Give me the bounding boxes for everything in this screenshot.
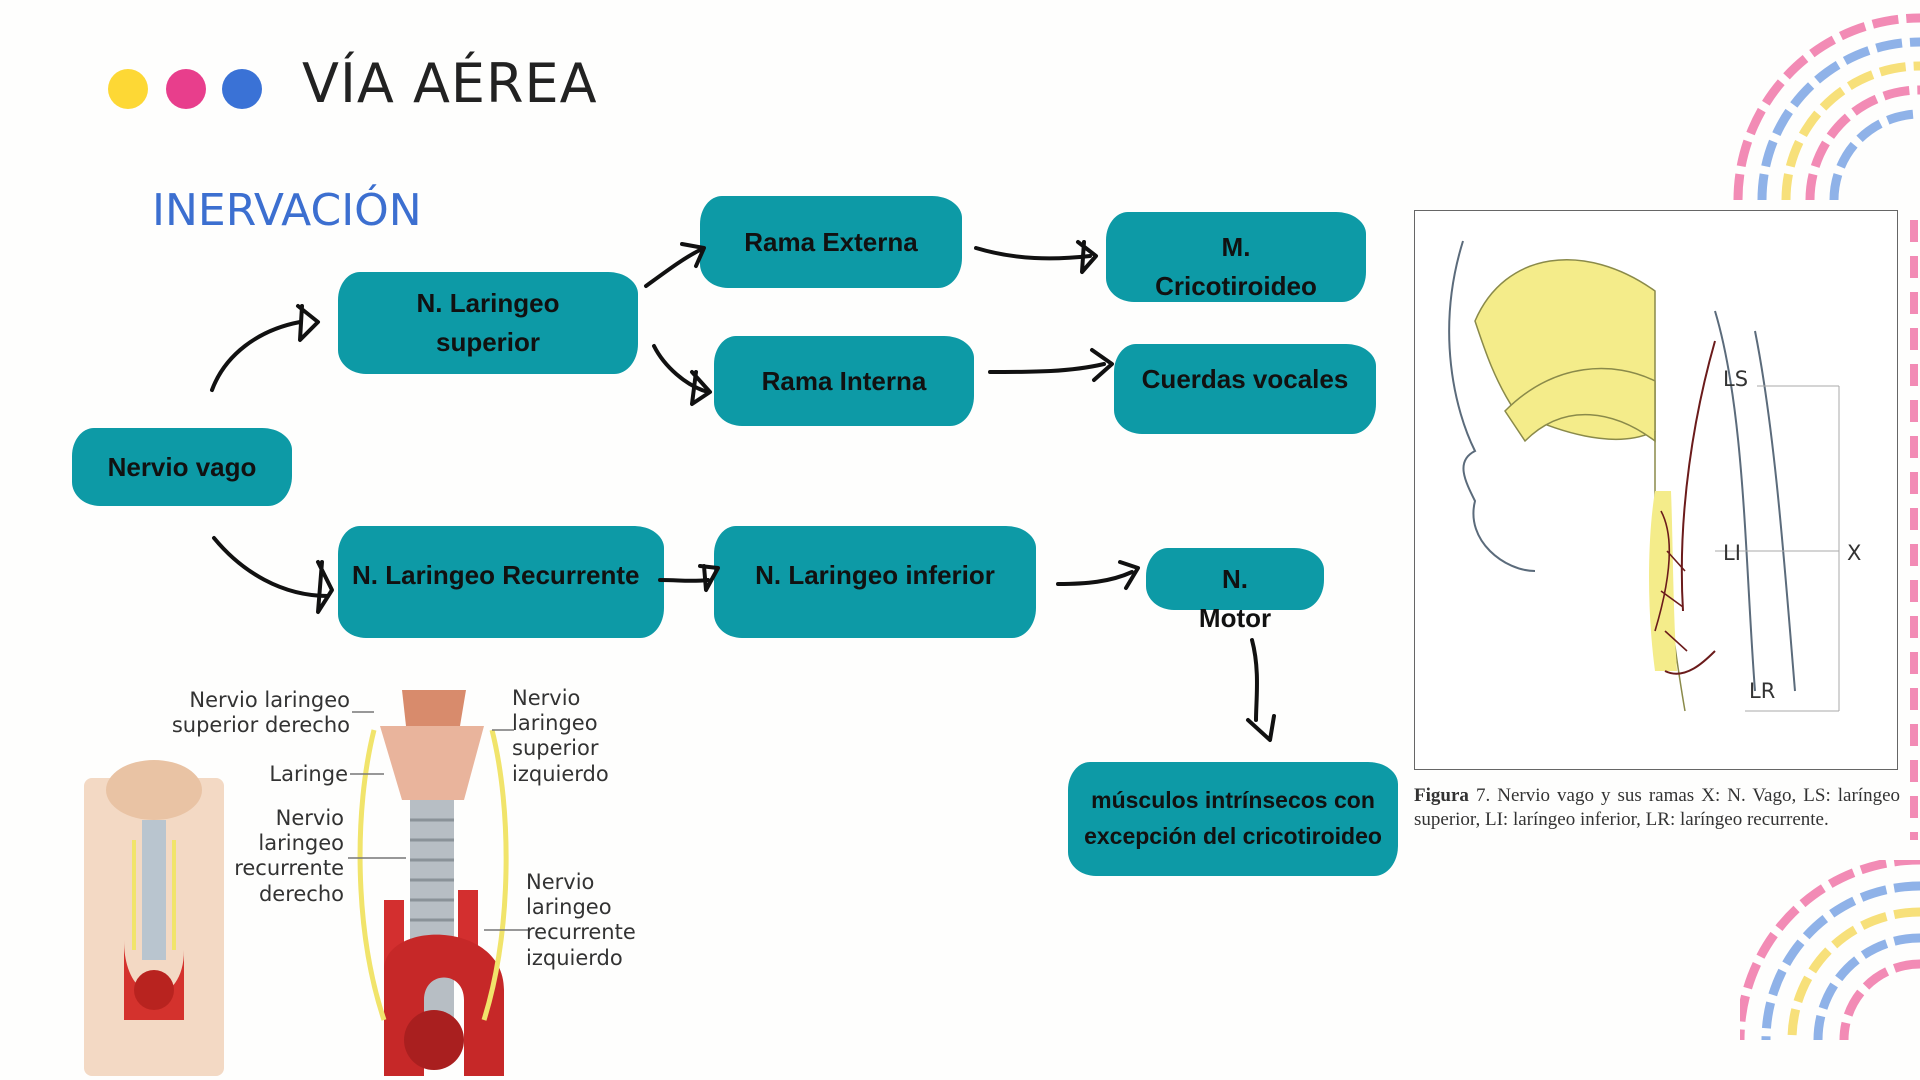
figure-label-lr: LR [1749,679,1776,703]
box-laringeo-superior: N. Laringeo superior [338,272,638,374]
box-rama-interna: Rama Interna [714,336,974,426]
yellow-dot [108,69,148,109]
arrow-externa-to-cricotiroideo [974,240,1098,274]
arrow-superior-to-externa [644,242,706,288]
decorative-stripe [1910,220,1918,840]
label-laringe: Laringe [269,762,348,786]
label-sup-derecho: Nervio laringeo superior derecho [171,688,350,738]
arrow-superior-to-interna [652,344,712,406]
figure-label-li: LI [1723,541,1741,565]
decorative-arcs-top [1733,13,1920,200]
figure-label-ls: LS [1723,367,1749,391]
figure-label-x: X [1847,541,1862,565]
arrow-motor-to-musculos [1246,638,1276,742]
blue-dot [222,69,262,109]
decorative-arcs-bottom [1740,860,1920,1041]
caption-text: . Nervio vago y sus ramas X: N. Vago, LS… [1414,785,1901,830]
box-nervio-vago: Nervio vago [72,428,292,506]
figure-caption: Figura 7. Nervio vago y sus ramas X: N. … [1414,784,1900,832]
label-sup-izquierdo: Nervio laringeo superior izquierdo [512,686,609,786]
box-cuerdas-vocales: Cuerdas vocales [1114,344,1376,434]
arrow-vago-to-superior [210,304,320,392]
label-rec-derecho: Nervio laringeo recurrente derecho [234,806,344,906]
anatomy-illustration [84,690,528,1076]
box-rama-externa: Rama Externa [700,196,962,288]
box-laringeo-recurrente: N. Laringeo Recurrente [338,526,664,638]
neck-figure [84,760,224,1076]
larynx-trachea [357,690,509,1076]
arrow-vago-to-recurrente [212,536,334,614]
box-cricotiroideo: M. Cricotiroideo [1106,212,1366,302]
vagus-figure-panel: LS LI X LR [1414,210,1898,770]
box-laringeo-inferior: N. Laringeo inferior [714,526,1036,638]
arrow-interna-to-cuerdas [988,348,1114,382]
arrow-inferior-to-motor [1056,560,1140,590]
caption-number: 7 [1475,785,1486,806]
box-n-motor: N. Motor [1146,548,1324,633]
pink-dot [166,69,206,109]
label-rec-izquierdo: Nervio laringeo recurrente izquierdo [526,870,636,970]
section-subtitle: INERVACIÓN [152,185,422,236]
page-title: VÍA AÉREA [302,52,598,115]
caption-label: Figura [1414,785,1469,806]
arrow-recurrente-to-inferior [658,564,720,592]
box-musculos-intrinsecos: músculos intrínsecos con excepción del c… [1068,762,1398,876]
sagittal-head-drawing [1448,240,1840,712]
